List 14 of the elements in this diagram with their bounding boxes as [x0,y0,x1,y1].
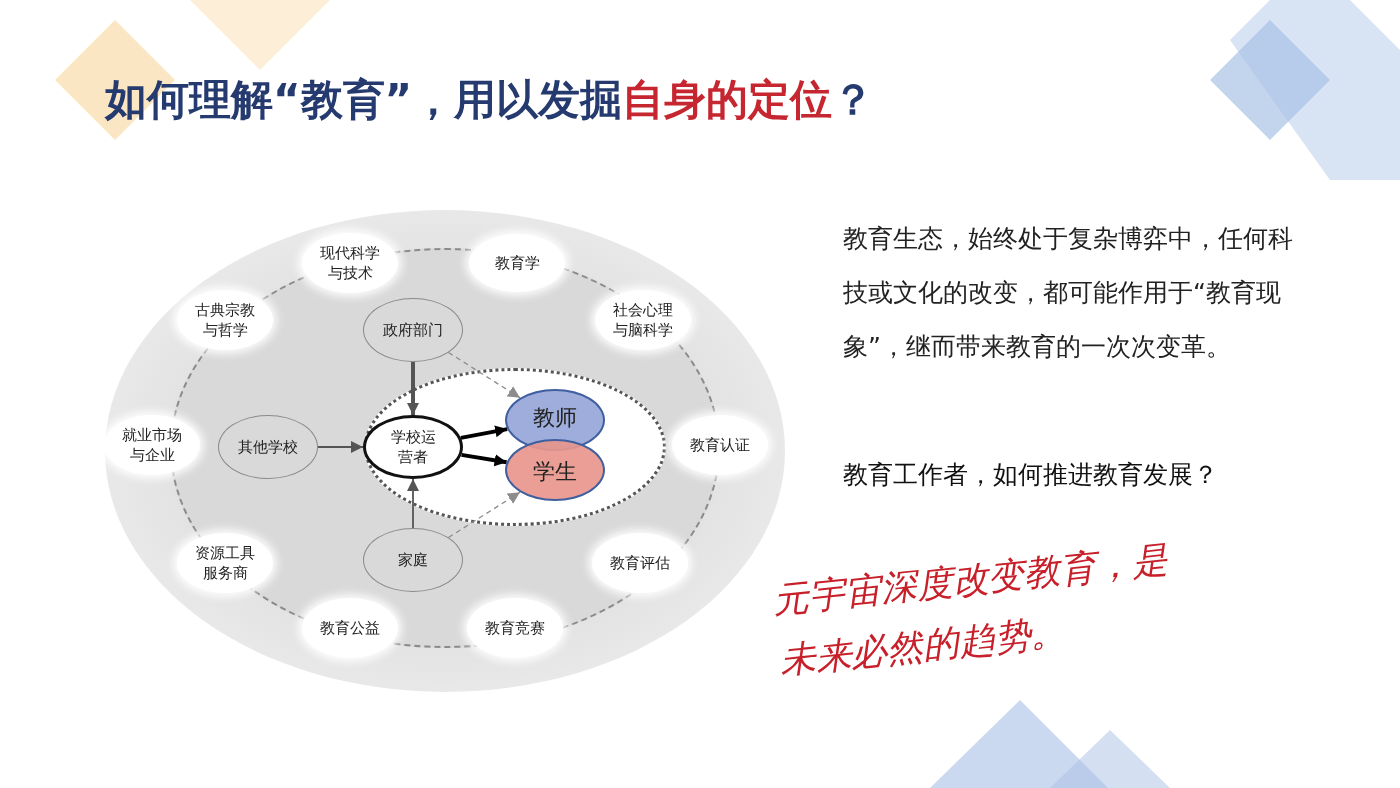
arrow [447,351,521,399]
slide-title: 如何理解“教育”，用以发掘自身的定位？ [105,74,875,126]
body-paragraph: 教育生态，始终处于复杂博弈中，任何科技或文化的改变，都可能作用于“教育现象”，继而带来教育的一次次变革。 [843,223,1293,363]
arrow [461,452,507,467]
arrow [460,425,508,440]
arrow [447,491,521,539]
ellipse-node: 其他学校 [218,415,318,479]
ellipse-node: 政府部门 [363,298,463,362]
arrow [407,478,419,529]
handwritten-note: 元宇宙深度改变教育，是未来必然的趋势。 [770,537,1171,684]
ellipse-node: 家庭 [363,528,463,592]
arrow [317,441,364,453]
arrow [407,362,419,415]
question-text: 教育工作者，如何推进教育发展？ [843,459,1219,491]
